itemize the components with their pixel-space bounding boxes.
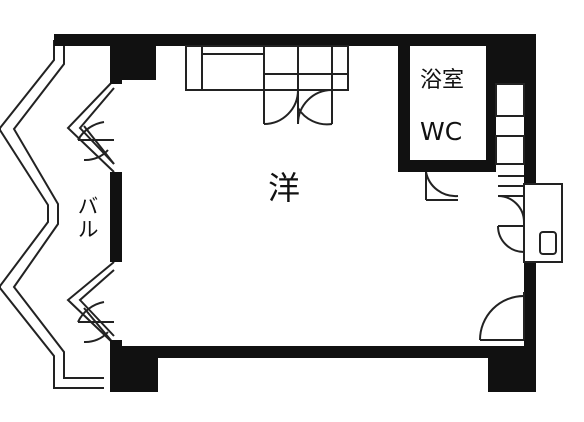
closet-box — [185, 45, 349, 91]
balcony-window-wall — [66, 79, 115, 345]
main-room-label: 洋 — [268, 169, 301, 207]
balcony-rail-inner — [12, 40, 104, 379]
bath-wall-right — [486, 46, 496, 172]
exterior-walls — [54, 34, 536, 392]
balcony-door-lower — [77, 301, 115, 345]
balcony-wall-pier — [110, 172, 122, 262]
window-wall-outer-lower — [66, 261, 115, 345]
bath-shelf-mid — [495, 135, 525, 165]
balcony-door-upper — [77, 121, 115, 165]
entrance-door — [479, 292, 525, 341]
kitchen-doors — [497, 195, 525, 253]
toilet-label: WC — [420, 117, 463, 146]
wall-bottom-right-pillar — [488, 346, 536, 392]
balcony-label: バル — [75, 195, 99, 241]
bath-wall-left — [398, 46, 410, 172]
wall-top — [54, 34, 536, 46]
bath-shelf-top — [495, 83, 525, 117]
bathroom-label: 浴室 — [420, 68, 465, 93]
kitchen-counter — [523, 183, 563, 263]
bath-door — [425, 171, 459, 201]
bath-wall-bottom — [398, 160, 490, 172]
wall-bottom — [110, 346, 536, 358]
balcony-railing — [0, 40, 104, 389]
closet-doors — [263, 89, 333, 126]
kitchen-sink — [539, 231, 557, 255]
wall-left-lower — [110, 340, 122, 392]
wall-right-upper — [524, 34, 536, 184]
bath-unit-walls — [398, 46, 496, 172]
balcony-rail-outer — [0, 40, 104, 389]
closet-shelf — [201, 53, 265, 91]
window-wall-inner — [78, 87, 115, 165]
wall-left-upper — [110, 34, 122, 84]
bath-fixtures — [495, 83, 525, 165]
kitchen-unit — [498, 175, 563, 263]
window-wall-inner-lower — [78, 269, 115, 337]
closet — [185, 45, 349, 91]
